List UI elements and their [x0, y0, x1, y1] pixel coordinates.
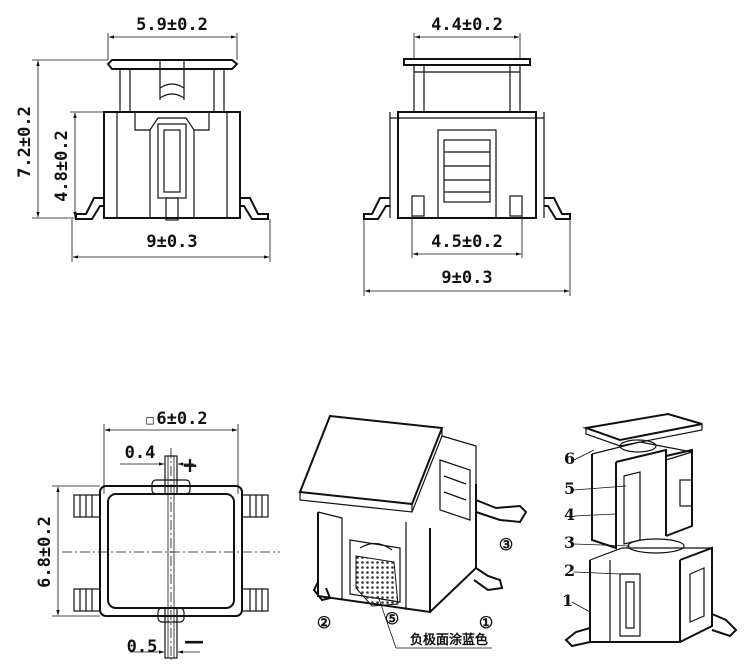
- exploded-label-1: 1: [562, 591, 573, 610]
- iso-callout-5: ⑤: [385, 609, 399, 628]
- minus-sign: —: [184, 629, 204, 653]
- top-height-label: 6.8±0.2: [35, 516, 55, 588]
- top-square-size-label: 6±0.2: [156, 409, 207, 429]
- exploded-view: 6 5 4 3 2 1: [562, 412, 738, 648]
- exploded-label-3: 3: [564, 533, 575, 552]
- front-view: 5.9±0.2 7.2±0.2 4.8±0.2 9±0.3: [15, 15, 271, 262]
- iso-callout-1: ①: [479, 613, 493, 632]
- top-bottom-width-label: 0.5: [127, 637, 158, 657]
- exploded-label-6: 6: [564, 449, 575, 468]
- exploded-label-5: 5: [564, 479, 575, 498]
- front-top-width-label: 5.9±0.2: [136, 15, 208, 35]
- side-view: 4.4±0.2 4.5±0.2 9±0.3: [363, 15, 571, 296]
- negative-face-note: 负极面涂蓝色: [410, 632, 488, 648]
- iso-callout-2: ②: [317, 613, 331, 632]
- front-body-height-label: 4.8±0.2: [52, 130, 72, 202]
- top-terminal-offset-label: 0.4: [125, 443, 156, 463]
- front-total-height-label: 7.2±0.2: [15, 106, 35, 178]
- side-top-width-label: 4.4±0.2: [431, 15, 503, 35]
- plus-sign: +: [182, 453, 199, 477]
- exploded-label-4: 4: [564, 505, 575, 524]
- exploded-labels: 6 5 4 3 2 1: [562, 449, 631, 613]
- iso-callout-3: ③: [499, 535, 513, 554]
- top-view: □ 6±0.2 0.4 + 6.8±0.2 0.5 —: [35, 409, 280, 660]
- exploded-label-2: 2: [564, 561, 575, 580]
- side-inner-width-label: 4.5±0.2: [431, 232, 503, 252]
- top-square-symbol: □: [146, 413, 153, 427]
- front-base-width-label: 9±0.3: [146, 232, 197, 252]
- side-base-width-label: 9±0.3: [441, 268, 492, 288]
- iso-view: ③ ① ② ⑤ 负极面涂蓝色: [298, 414, 528, 649]
